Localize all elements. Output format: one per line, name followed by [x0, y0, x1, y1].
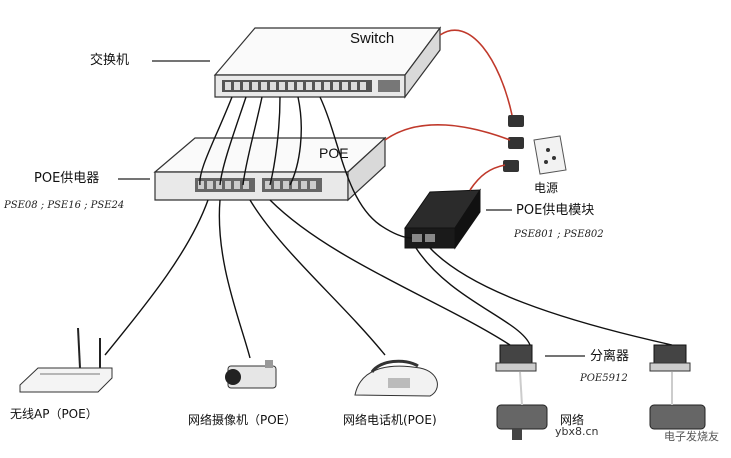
- wireless-ap-label: 无线AP（POE）: [10, 407, 98, 421]
- splitter-right: [649, 344, 691, 372]
- poe-module-label: POE供电模块: [516, 203, 595, 218]
- poe-on-device-label: POE: [319, 145, 349, 161]
- splitter-model: POE5912: [580, 373, 628, 384]
- splitter-label: 分离器: [590, 349, 630, 364]
- ip-phone-device: [354, 359, 438, 397]
- data-cables: [104, 96, 673, 359]
- power-plugs: [503, 115, 524, 172]
- wireless-ap-device: [19, 327, 113, 393]
- partial-label: 网络: [560, 413, 585, 427]
- power-cables: [384, 29, 513, 191]
- switch-device: [213, 26, 442, 99]
- watermark-text: ybx8.cn: [555, 425, 599, 438]
- ip-phone-label: 网络电话机(POE): [343, 413, 437, 427]
- poe-injector-models: PSE08 ; PSE16 ; PSE24: [4, 200, 125, 211]
- watermark: ybx8.cn 电子发烧友: [555, 414, 725, 448]
- watermark-brand: 电子发烧友: [664, 431, 719, 443]
- poe-module-device: [404, 188, 481, 250]
- power-source-label: 电源: [534, 181, 559, 195]
- splitter-left: [495, 344, 537, 372]
- poe-injector-label: POE供电器: [34, 171, 100, 186]
- switch-cn-label: 交换机: [90, 53, 130, 68]
- poe-module-models: PSE801 ; PSE802: [514, 229, 604, 240]
- ip-camera-label: 网络摄像机（POE）: [188, 413, 297, 427]
- ip-camera-device: [225, 360, 277, 389]
- bottom-camera-right: [649, 372, 706, 430]
- leader-lines: [118, 60, 585, 357]
- poe-injector-device: [153, 136, 387, 202]
- switch-en-label: Switch: [350, 30, 395, 47]
- wall-socket: [533, 135, 567, 175]
- switch-ports: [222, 80, 400, 92]
- bottom-camera-left: [496, 371, 548, 440]
